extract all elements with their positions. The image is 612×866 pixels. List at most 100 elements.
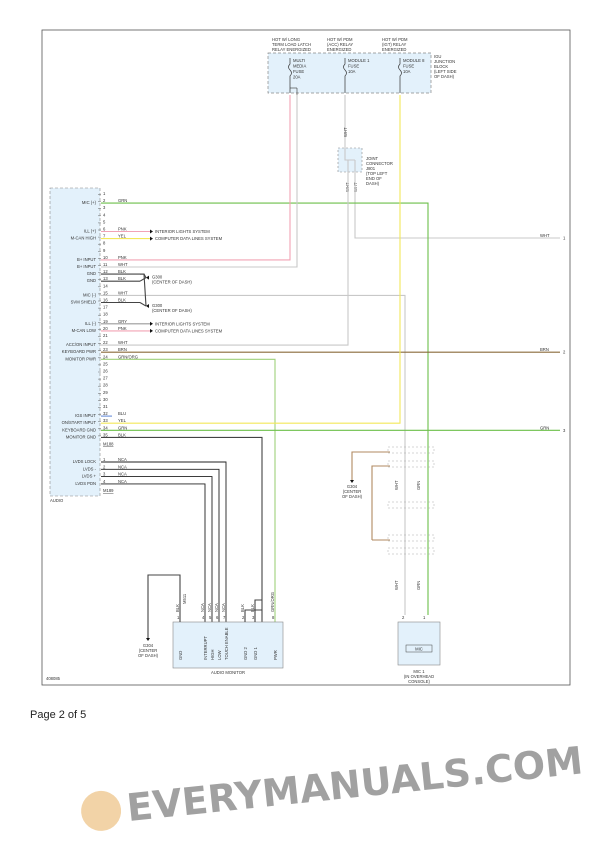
pin-number: 30	[103, 397, 108, 402]
connector-id: M511	[182, 593, 187, 604]
wire-blk	[140, 273, 147, 307]
junction-block-label: IGU	[434, 54, 441, 59]
connector-id: M189	[103, 488, 114, 493]
wire-color: WHT	[394, 480, 399, 490]
pin-number: 20	[103, 326, 108, 331]
pin-number: 22	[103, 340, 108, 345]
mic-label: (IN OVERHEAD	[404, 674, 434, 679]
wire-wht	[344, 95, 355, 161]
wire-color: GRN	[416, 481, 421, 490]
pin-number: 19	[103, 319, 108, 324]
arrow-icon	[150, 321, 153, 326]
joint-connector-label: JOINT	[366, 156, 379, 161]
wire-blk-org	[351, 451, 390, 480]
joint-connector-label: (TOP LEFT	[366, 171, 388, 176]
junction-block-label: (LEFT SIDE	[434, 69, 457, 74]
pin-label: M-CAN LOW	[72, 328, 96, 333]
fuse-header: HOT W/ LONG	[272, 37, 300, 42]
pin-number: 8	[272, 615, 275, 620]
pin-number: 9	[103, 248, 106, 253]
junction-block-label: OF DASH)	[434, 74, 455, 79]
ground-label: OF DASH)	[138, 653, 159, 658]
wire-color: GRY	[118, 319, 127, 324]
wire-grn	[101, 202, 429, 615]
wire-color: YEL	[118, 418, 127, 423]
wire-blk	[101, 436, 263, 622]
fuse-label: FUSE	[348, 64, 359, 69]
diagram-frame	[41, 29, 571, 686]
ground-label: (CENTER OF DASH)	[152, 308, 192, 313]
destination-label: COMPUTER DATA LINES SYSTEM	[155, 328, 223, 333]
wire-color: NCA	[207, 603, 212, 612]
fuse-label: MODULE 8	[403, 58, 425, 63]
wire-color: GRN	[416, 581, 421, 590]
wire-color: NCA	[118, 464, 127, 469]
ground-label: G304	[347, 484, 358, 489]
wire-color: BLK	[118, 432, 126, 437]
fuse-label: MULTI	[293, 58, 305, 63]
wire-blk	[139, 302, 147, 307]
pin-number: 4	[103, 479, 106, 484]
pin-number: 25	[103, 361, 108, 366]
junction-block-label: JUNCTION	[434, 59, 455, 64]
pin-label: ILL (+)	[84, 229, 97, 234]
wire-color: NCA	[118, 472, 127, 477]
wire-color: PNK	[118, 255, 127, 260]
wire-color: YEL	[118, 234, 127, 239]
pin-number: 31	[103, 404, 108, 409]
fuse-label: MEDIA	[293, 64, 306, 69]
joint-connector-label: END OF	[366, 176, 382, 181]
pin-label: MONITOR GND	[66, 434, 96, 439]
wire-wht	[354, 160, 560, 239]
joint-connector-label: DASH)	[366, 181, 380, 186]
pin-number: 2	[242, 615, 245, 620]
pin-number: 14	[103, 283, 108, 288]
wire-color: NCA	[118, 479, 127, 484]
destination-label: INTERIOR LIGHTS SYSTEM	[155, 229, 210, 234]
pin-label: M-CAN HIGH	[71, 236, 96, 241]
pin-number: 2	[402, 615, 405, 620]
pin-label: GND 2	[243, 647, 248, 660]
wire-color: BLK	[240, 604, 245, 612]
fuse-header: RELAY ENERGIZED	[272, 47, 311, 52]
pin-number: 3	[252, 615, 255, 620]
fuse-label: 20A	[293, 75, 301, 80]
arrow-icon	[150, 236, 153, 241]
wire-wht	[101, 172, 349, 346]
junction-block	[267, 52, 432, 94]
pin-label: B+ INPUT	[77, 257, 96, 262]
offpage-ref: 1	[563, 236, 566, 241]
pin-label: ON/START INPUT	[62, 420, 97, 425]
pin-number: 11	[103, 262, 108, 267]
wire-color: BLU	[118, 411, 126, 416]
pin-number: 6	[216, 615, 219, 620]
pin-number: 32	[103, 411, 108, 416]
diagram-id: 408085	[46, 676, 61, 681]
watermark: EVERYMANUALS.COM	[81, 738, 585, 831]
pin-label: PWR	[273, 650, 278, 660]
pin-label: KEYBOARD PWR	[62, 349, 96, 354]
inline-connector	[387, 460, 435, 468]
offpage-wire: GRN	[540, 425, 549, 430]
inline-connector	[387, 547, 435, 555]
pin-number: 3	[103, 472, 106, 477]
pin-number: 3	[103, 205, 106, 210]
pin-number: 35	[103, 432, 108, 437]
wire-color: GRN/ORG	[118, 354, 138, 359]
wire-blk	[139, 277, 147, 282]
ground-label: G300	[152, 275, 163, 280]
arrow-icon	[150, 328, 153, 333]
inline-connector	[387, 446, 435, 454]
wire-lvds	[101, 483, 206, 622]
wire-color: NCA	[214, 603, 219, 612]
wire-color: BLK	[250, 604, 255, 612]
junction-block-label: BLOCK	[434, 64, 448, 69]
pin-number: 5	[103, 219, 106, 224]
wire-color: GRN	[118, 425, 127, 430]
wire-color: NCA	[200, 603, 205, 612]
audio-label: AUDIO	[50, 498, 64, 503]
fuse-header: HOT W/ PDM	[327, 37, 353, 42]
audio-unit	[49, 187, 101, 497]
fuse-label: FUSE	[293, 69, 304, 74]
